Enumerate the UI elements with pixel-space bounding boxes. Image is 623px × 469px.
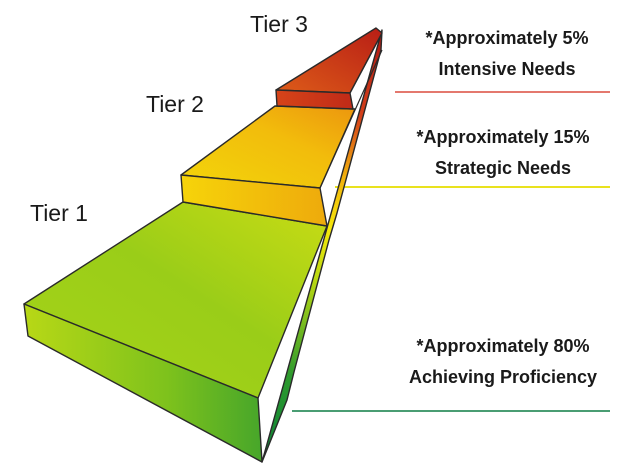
note-intensive-percent: *Approximately 5% [425, 28, 588, 48]
tier-2-front-face [180, 174, 328, 227]
tier-3-riser-edge [349, 32, 383, 94]
note-strategic-percent: *Approximately 15% [416, 127, 589, 147]
note-proficiency-label: Achieving Proficiency [409, 367, 597, 387]
note-proficiency-percent: *Approximately 80% [416, 336, 589, 356]
tier-2-label: Tier 2 [146, 91, 204, 117]
tier-3-front-face [275, 89, 354, 110]
tier-2-top-face [180, 105, 356, 189]
tier-1-front-face [23, 303, 263, 463]
tier-3-top-face [275, 27, 383, 94]
note-intensive-label: Intensive Needs [438, 59, 575, 79]
tier-1-label: Tier 1 [30, 200, 88, 226]
tier-2-riser-edge [319, 49, 383, 189]
note-strategic-label: Strategic Needs [435, 158, 571, 178]
tier-3-label: Tier 3 [250, 11, 308, 37]
